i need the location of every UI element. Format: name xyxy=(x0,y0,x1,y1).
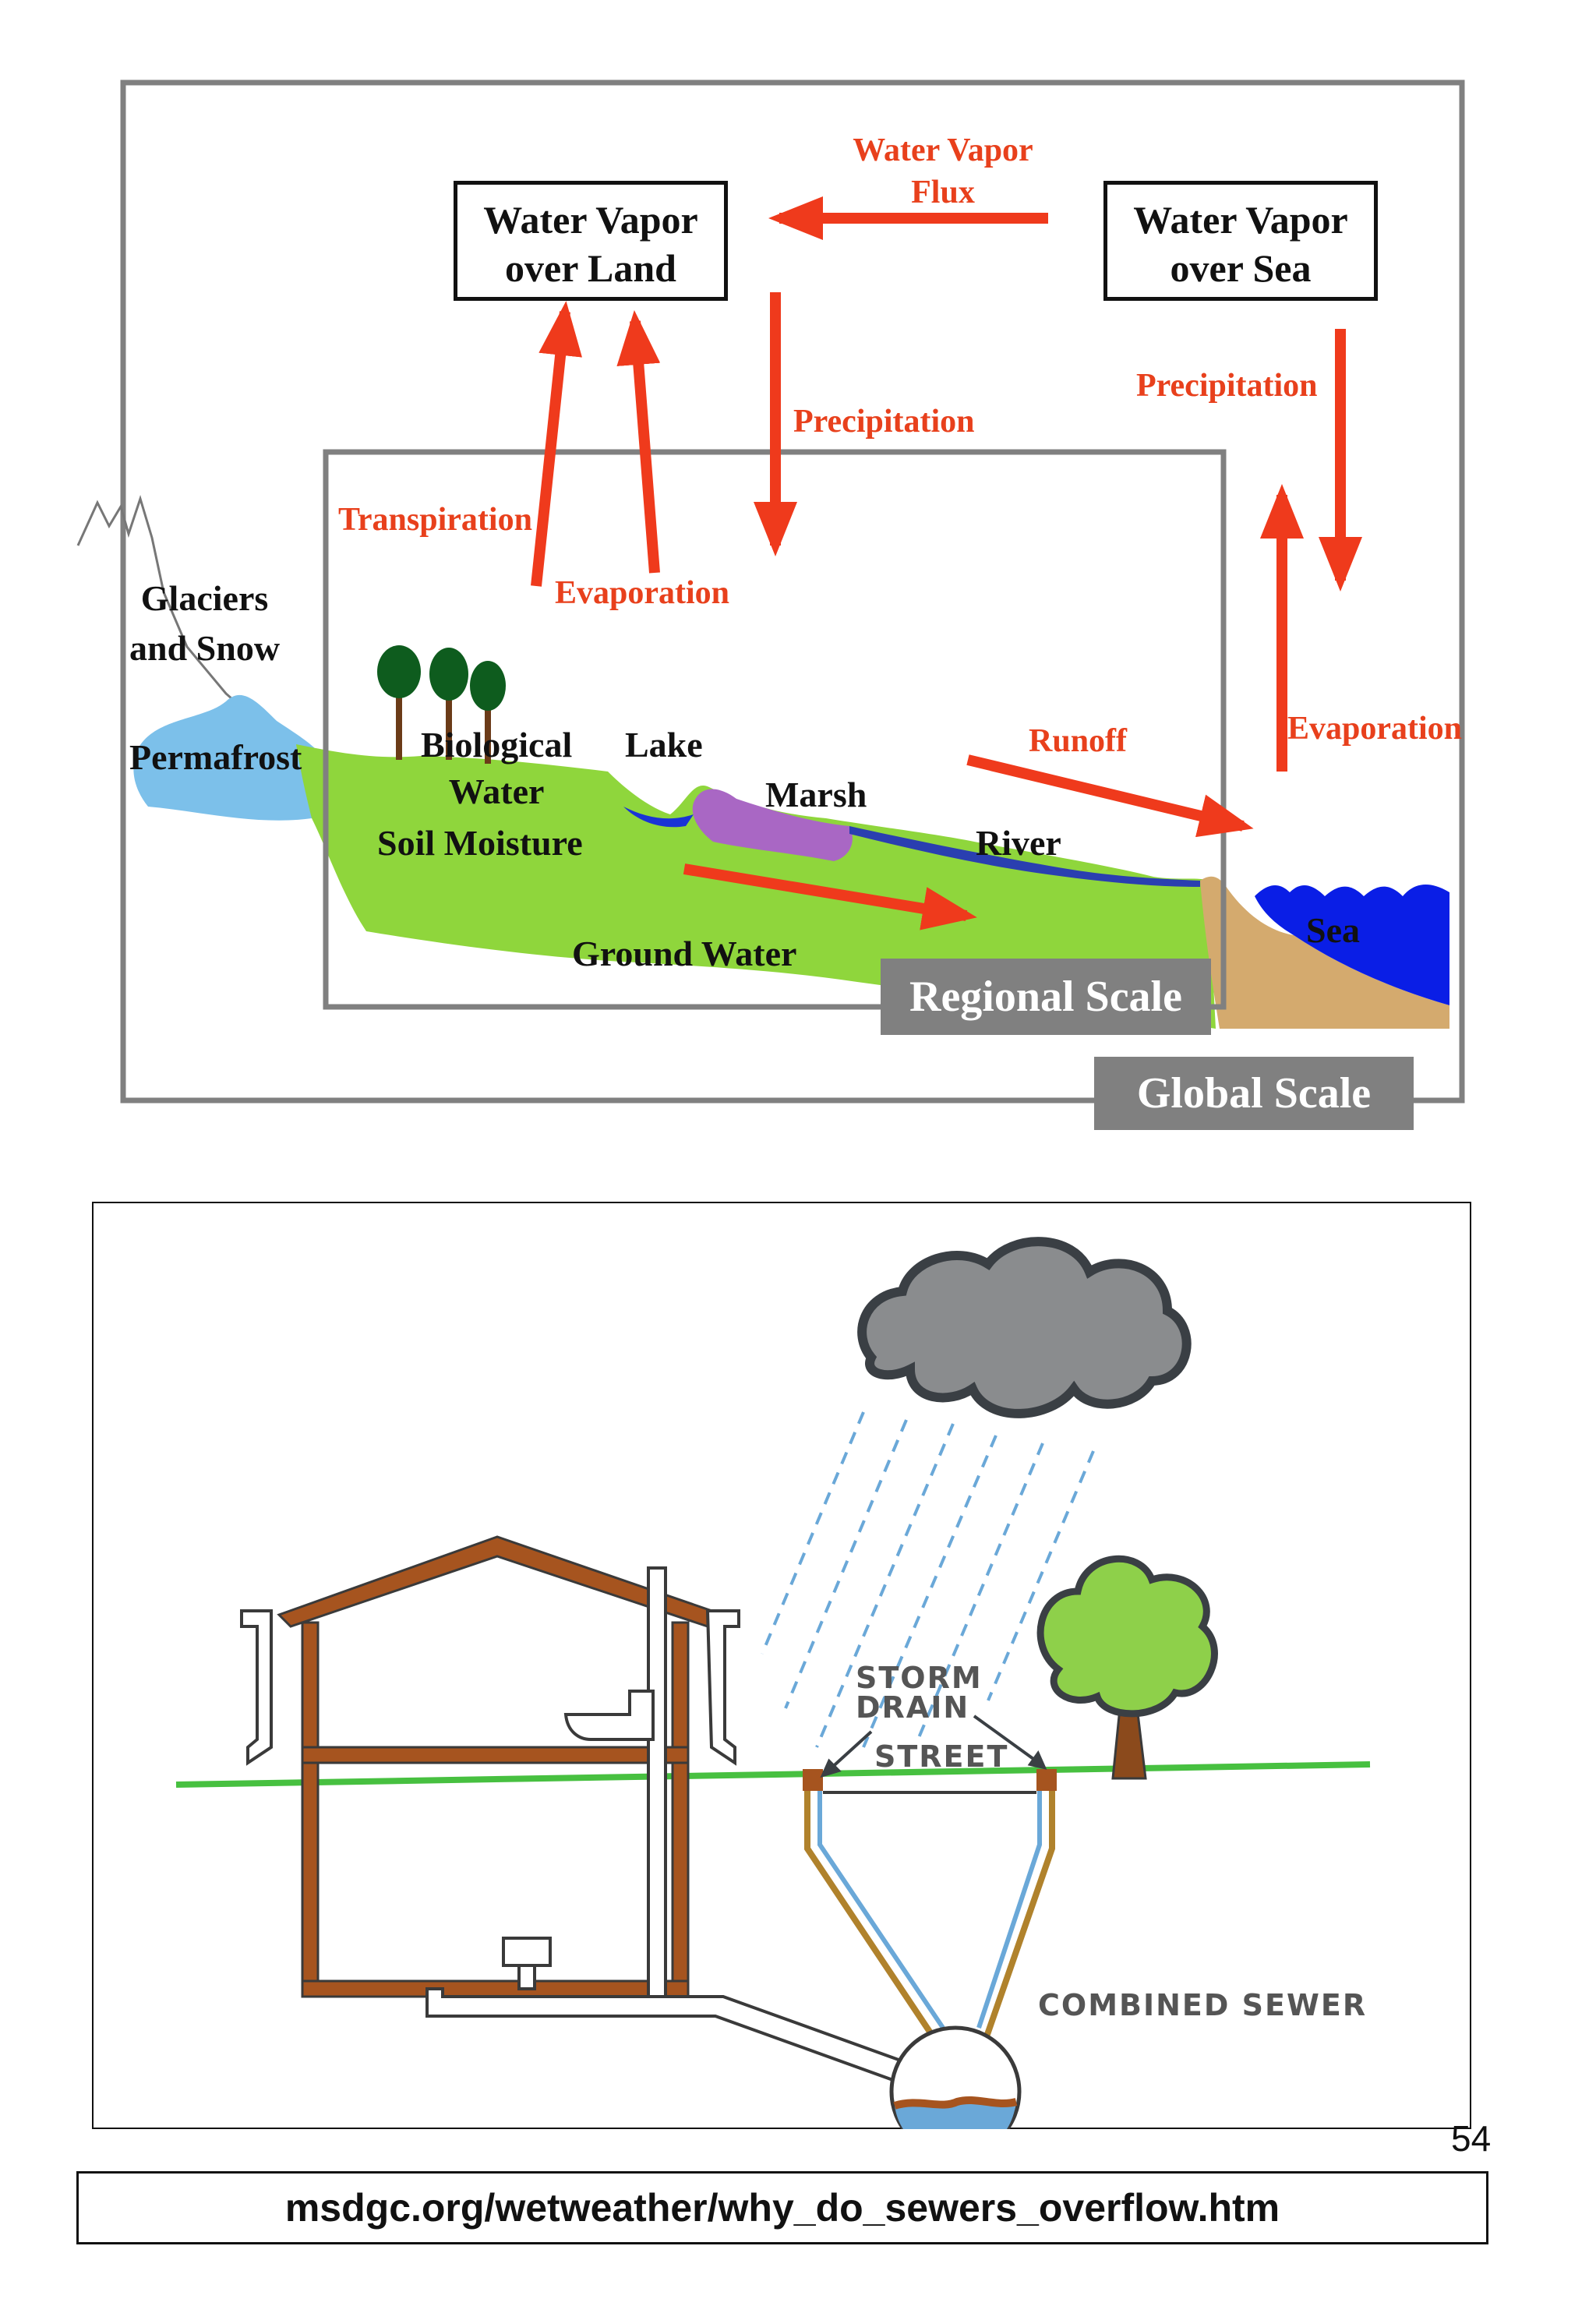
evaporation-land-arrow xyxy=(616,310,661,574)
runoff-label: Runoff xyxy=(1029,723,1128,759)
precipitation-sea-label: Precipitation xyxy=(1136,368,1318,404)
global-scale-label: Global Scale xyxy=(1094,1057,1414,1130)
glaciers-line1: Glaciers xyxy=(140,578,269,618)
source-url-text: msdgc.org/wetweather/why_do_sewers_overf… xyxy=(284,2186,1280,2230)
street-label: STREET xyxy=(874,1739,1009,1774)
ground-water-label: Ground Water xyxy=(572,934,797,973)
permafrost-area xyxy=(133,694,327,821)
house-icon xyxy=(240,1535,740,2006)
storm-drain-line1: STORM xyxy=(856,1661,983,1695)
tree-icon xyxy=(1036,1555,1218,1780)
source-url-box: msdgc.org/wetweather/why_do_sewers_overf… xyxy=(76,2171,1488,2244)
storm-drain-icon xyxy=(803,1769,1057,2046)
transpiration-label: Transpiration xyxy=(338,502,532,538)
evaporation-land-label: Evaporation xyxy=(555,575,730,611)
biological-water-label: Biological Water xyxy=(421,722,572,815)
global-scale-frame xyxy=(120,79,1465,1104)
regional-scale-label: Regional Scale xyxy=(881,959,1211,1035)
lake-label: Lake xyxy=(625,725,703,765)
river-water xyxy=(849,826,1200,887)
storm-drain-label: STORM DRAIN xyxy=(856,1663,983,1722)
precipitation-land-label: Precipitation xyxy=(793,404,975,440)
trees xyxy=(377,645,506,764)
sewer-graphics xyxy=(175,1237,1371,2129)
storm-drain-line2: DRAIN xyxy=(856,1690,970,1725)
biological-line2: Water xyxy=(448,772,545,811)
flux-arrows xyxy=(531,196,1362,931)
soil-moisture-label: Soil Moisture xyxy=(377,823,583,863)
groundwater-arrow xyxy=(683,863,977,931)
vapor-sea-line1: Water Vapor xyxy=(1133,198,1348,242)
water-cycle-diagram: Water Vapor over Land Water Vapor over S… xyxy=(76,79,1465,1130)
vapor-land-line2: over Land xyxy=(505,246,676,290)
river-label: River xyxy=(976,823,1061,863)
marsh-label: Marsh xyxy=(765,775,867,814)
biological-line1: Biological xyxy=(421,725,573,765)
cloud-icon xyxy=(857,1237,1192,1418)
lake-water xyxy=(623,807,694,828)
page-number: 54 xyxy=(1451,2118,1492,2159)
sea-label: Sea xyxy=(1306,910,1360,950)
rain-lines xyxy=(761,1411,1095,1748)
transpiration-arrow xyxy=(531,301,582,587)
water-cycle-graphics xyxy=(76,79,1465,1104)
glaciers-line2: and Snow xyxy=(129,628,281,668)
vapor-flux-line1: Water Vapor xyxy=(853,132,1033,168)
marsh-area xyxy=(692,789,853,861)
vapor-sea-line2: over Sea xyxy=(1170,246,1312,290)
vapor-over-land-box: Water Vapor over Land xyxy=(454,181,728,301)
ground-line xyxy=(175,1761,1371,1788)
combined-sewer-label: COMBINED SEWER xyxy=(1038,1988,1368,2022)
sea-water xyxy=(1255,884,1449,1005)
ground-area xyxy=(296,744,1216,1029)
house-lateral-pipe xyxy=(425,1987,920,2089)
beach-area xyxy=(1200,876,1449,1029)
storm-drain-pointers xyxy=(820,1714,1047,1778)
permafrost-label: Permafrost xyxy=(129,737,302,777)
vapor-land-line1: Water Vapor xyxy=(483,198,698,242)
vapor-flux-line2: Flux xyxy=(911,175,975,210)
vapor-over-sea-box: Water Vapor over Sea xyxy=(1103,181,1378,301)
runoff-arrow xyxy=(966,754,1254,838)
evaporation-sea-label: Evaporation xyxy=(1287,711,1463,747)
combined-sewer-pipe xyxy=(889,2025,1022,2129)
combined-sewer-diagram: STORM DRAIN STREET COMBINED SEWER xyxy=(92,1202,1471,2129)
vapor-flux-label: Water Vapor Flux xyxy=(826,129,1060,214)
glaciers-label: Glaciers and Snow xyxy=(129,574,280,673)
